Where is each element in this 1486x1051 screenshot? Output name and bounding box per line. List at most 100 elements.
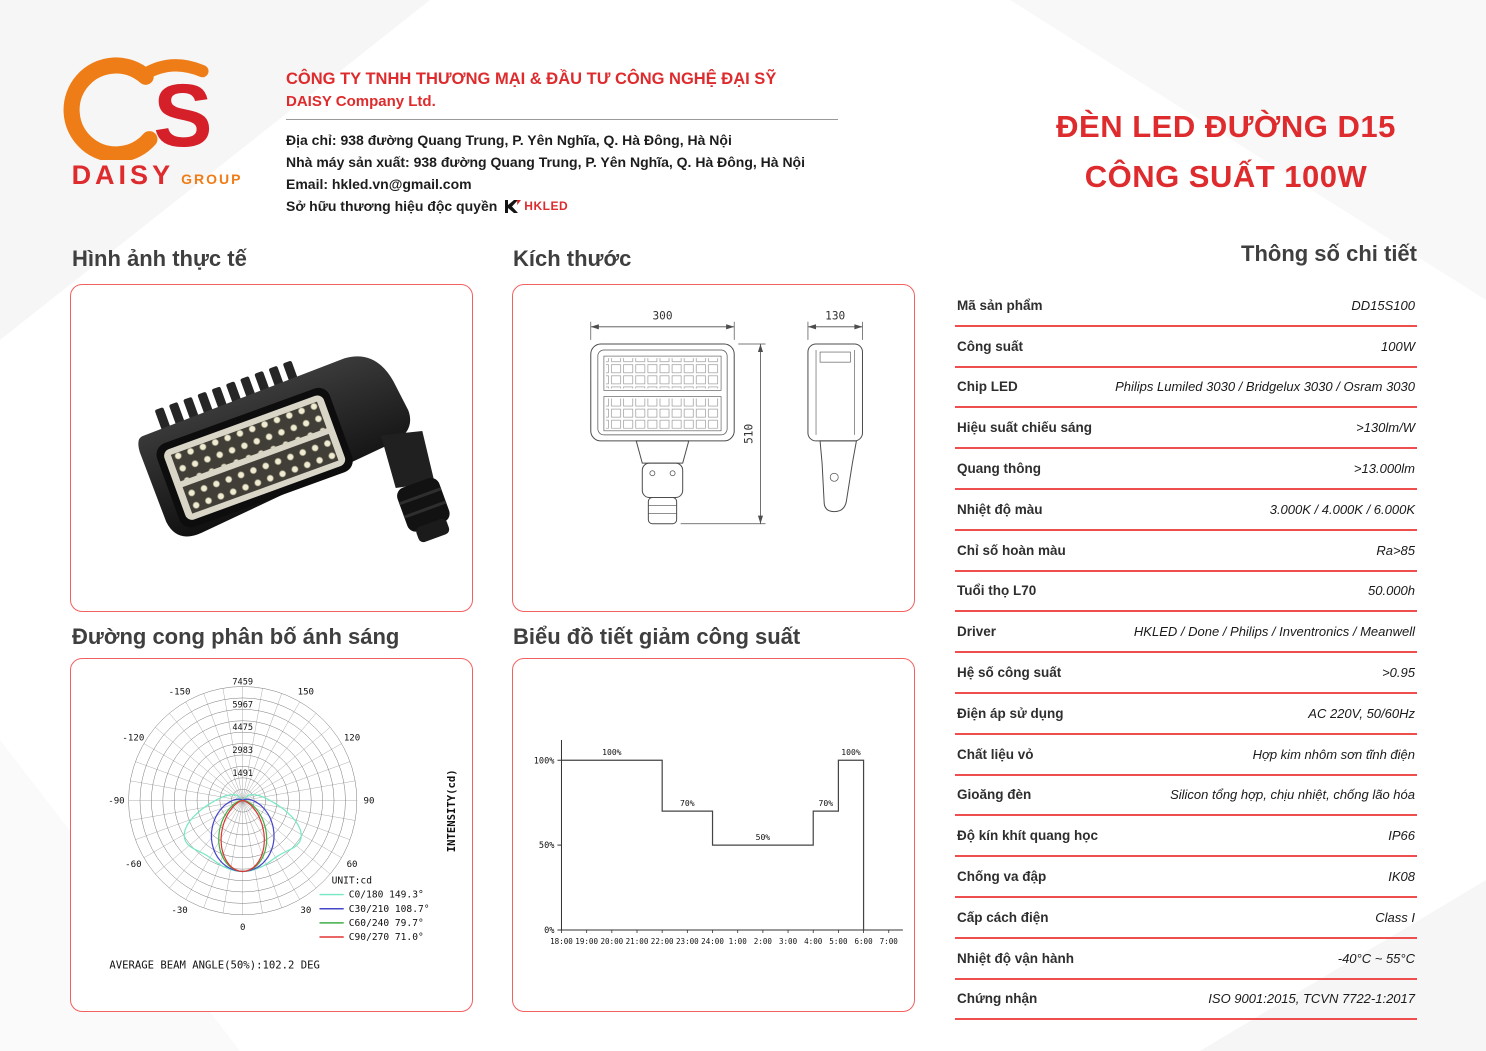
svg-text:C90/270 71.0°: C90/270 71.0° (349, 932, 424, 943)
svg-text:C30/210 108.7°: C30/210 108.7° (349, 904, 430, 915)
spec-value: >0.95 (1382, 665, 1415, 681)
svg-text:90: 90 (364, 797, 375, 807)
svg-text:-150: -150 (169, 687, 191, 697)
dim-side-width: 130 (825, 310, 845, 323)
spec-label: Độ kín khít quang học (957, 828, 1098, 844)
dim-front-width: 300 (652, 310, 672, 323)
spec-label: Chứng nhận (957, 991, 1038, 1007)
svg-text:23:00: 23:00 (676, 937, 699, 946)
company-name-en: DAISY Company Ltd. (286, 93, 436, 110)
spec-value: >13.000lm (1353, 461, 1415, 477)
hkled-logo-text: HKLED (524, 199, 569, 213)
company-factory: Nhà máy sản xuất: 938 đường Quang Trung,… (286, 154, 805, 170)
hkled-mark-icon (505, 199, 522, 213)
section-title-specs: Thông số chi tiết (1241, 241, 1417, 266)
svg-text:-60: -60 (125, 860, 141, 870)
svg-text:5:00: 5:00 (829, 937, 848, 946)
company-address: Địa chỉ: 938 đường Quang Trung, P. Yên N… (286, 132, 732, 148)
svg-text:UNIT:cd: UNIT:cd (332, 875, 372, 886)
spec-value: DD15S100 (1351, 297, 1415, 313)
spec-label: Nhiệt độ màu (957, 501, 1043, 517)
spec-label: Công suất (957, 338, 1023, 354)
brand-ownership-text: Sở hữu thương hiệu độc quyền (286, 198, 498, 214)
spec-label: Chỉ số hoàn màu (957, 542, 1066, 558)
logo-swoosh (63, 57, 158, 160)
dim-height: 510 (742, 424, 755, 444)
svg-text:2:00: 2:00 (754, 937, 773, 946)
spec-value: 3.000K / 4.000K / 6.000K (1269, 501, 1415, 517)
product-photo (138, 356, 450, 543)
svg-text:100%: 100% (602, 747, 622, 757)
spec-label: Driver (957, 624, 997, 640)
spec-row: Hệ số công suất >0.95 (955, 653, 1417, 694)
spec-label: Điện áp sử dụng (957, 705, 1064, 721)
logo-monogram: S (153, 66, 212, 160)
daisy-logo-icon: S (63, 57, 212, 160)
spec-value: ISO 9001:2015, TCVN 7722-1:2017 (1208, 991, 1415, 1007)
product-title: ĐÈN LED ĐƯỜNG D15 CÔNG SUẤT 100W (1030, 102, 1422, 202)
svg-text:100%: 100% (534, 756, 555, 766)
company-email: Email: hkled.vn@gmail.com (286, 176, 472, 192)
section-title-dimensions: Kích thước (513, 246, 632, 271)
hkled-logo: HKLED (504, 195, 568, 217)
spec-value: IP66 (1388, 828, 1415, 844)
dimension-panel: 300 130 510 (512, 284, 915, 612)
spec-value: Philips Lumiled 3030 / Bridgelux 3030 / … (1115, 379, 1415, 395)
svg-text:30: 30 (300, 906, 311, 916)
spec-value: -40°C ~ 55°C (1337, 950, 1415, 966)
spec-label: Cấp cách điện (957, 909, 1049, 925)
svg-text:C60/240 79.7°: C60/240 79.7° (349, 918, 424, 929)
svg-text:100%: 100% (841, 747, 861, 757)
svg-text:50%: 50% (539, 841, 555, 851)
svg-text:-30: -30 (171, 906, 187, 916)
section-title-dimming: Biểu đồ tiết giảm công suất (513, 624, 801, 649)
svg-text:4:00: 4:00 (804, 937, 823, 946)
svg-text:120: 120 (344, 734, 360, 744)
svg-text:2983: 2983 (232, 746, 253, 756)
svg-text:AVERAGE BEAM ANGLE(50%):102.2: AVERAGE BEAM ANGLE(50%):102.2 DEG (109, 959, 319, 971)
svg-text:22:00: 22:00 (651, 937, 674, 946)
background-polygon (1010, 0, 1486, 300)
svg-text:70%: 70% (819, 798, 834, 808)
spec-row: Quang thông >13.000lm (955, 449, 1417, 490)
svg-text:50%: 50% (756, 832, 771, 842)
polar-chart-svg: -150-120-90-60-3003060901201507459596744… (108, 677, 458, 971)
svg-text:21:00: 21:00 (626, 937, 649, 946)
spec-value: Class I (1375, 909, 1415, 925)
svg-text:INTENSITY(cd): INTENSITY(cd) (446, 769, 458, 852)
spec-label: Quang thông (957, 461, 1041, 477)
svg-text:5967: 5967 (232, 700, 253, 710)
spec-value: >130lm/W (1356, 420, 1415, 436)
heatsink-fins (155, 361, 299, 431)
svg-text:24:00: 24:00 (701, 937, 724, 946)
spec-row: Điện áp sử dụng AC 220V, 50/60Hz (955, 694, 1417, 735)
svg-text:4475: 4475 (232, 723, 253, 733)
svg-text:1491: 1491 (232, 769, 253, 779)
company-info: CÔNG TY TNHH THƯƠNG MẠI & ĐẦU TƯ CÔNG NG… (286, 70, 848, 217)
spec-value: Hợp kim nhôm sơn tĩnh điện (1252, 746, 1415, 762)
spec-label: Hệ số công suất (957, 665, 1062, 681)
side-view-bracket (819, 440, 858, 513)
svg-text:3:00: 3:00 (779, 937, 798, 946)
svg-text:C0/180 149.3°: C0/180 149.3° (349, 890, 424, 901)
mount-neck (380, 431, 435, 488)
company-name: CÔNG TY TNHH THƯƠNG MẠI & ĐẦU TƯ CÔNG NG… (286, 70, 777, 88)
section-title-photo: Hình ảnh thực tế (72, 246, 247, 271)
svg-text:150: 150 (298, 687, 314, 697)
spec-value: AC 220V, 50/60Hz (1308, 705, 1415, 721)
spec-label: Gioăng đèn (957, 787, 1032, 803)
spec-value: 50.000h (1368, 583, 1415, 599)
led-module (182, 433, 339, 514)
svg-text:20:00: 20:00 (600, 937, 623, 946)
product-photo-panel (70, 284, 473, 612)
